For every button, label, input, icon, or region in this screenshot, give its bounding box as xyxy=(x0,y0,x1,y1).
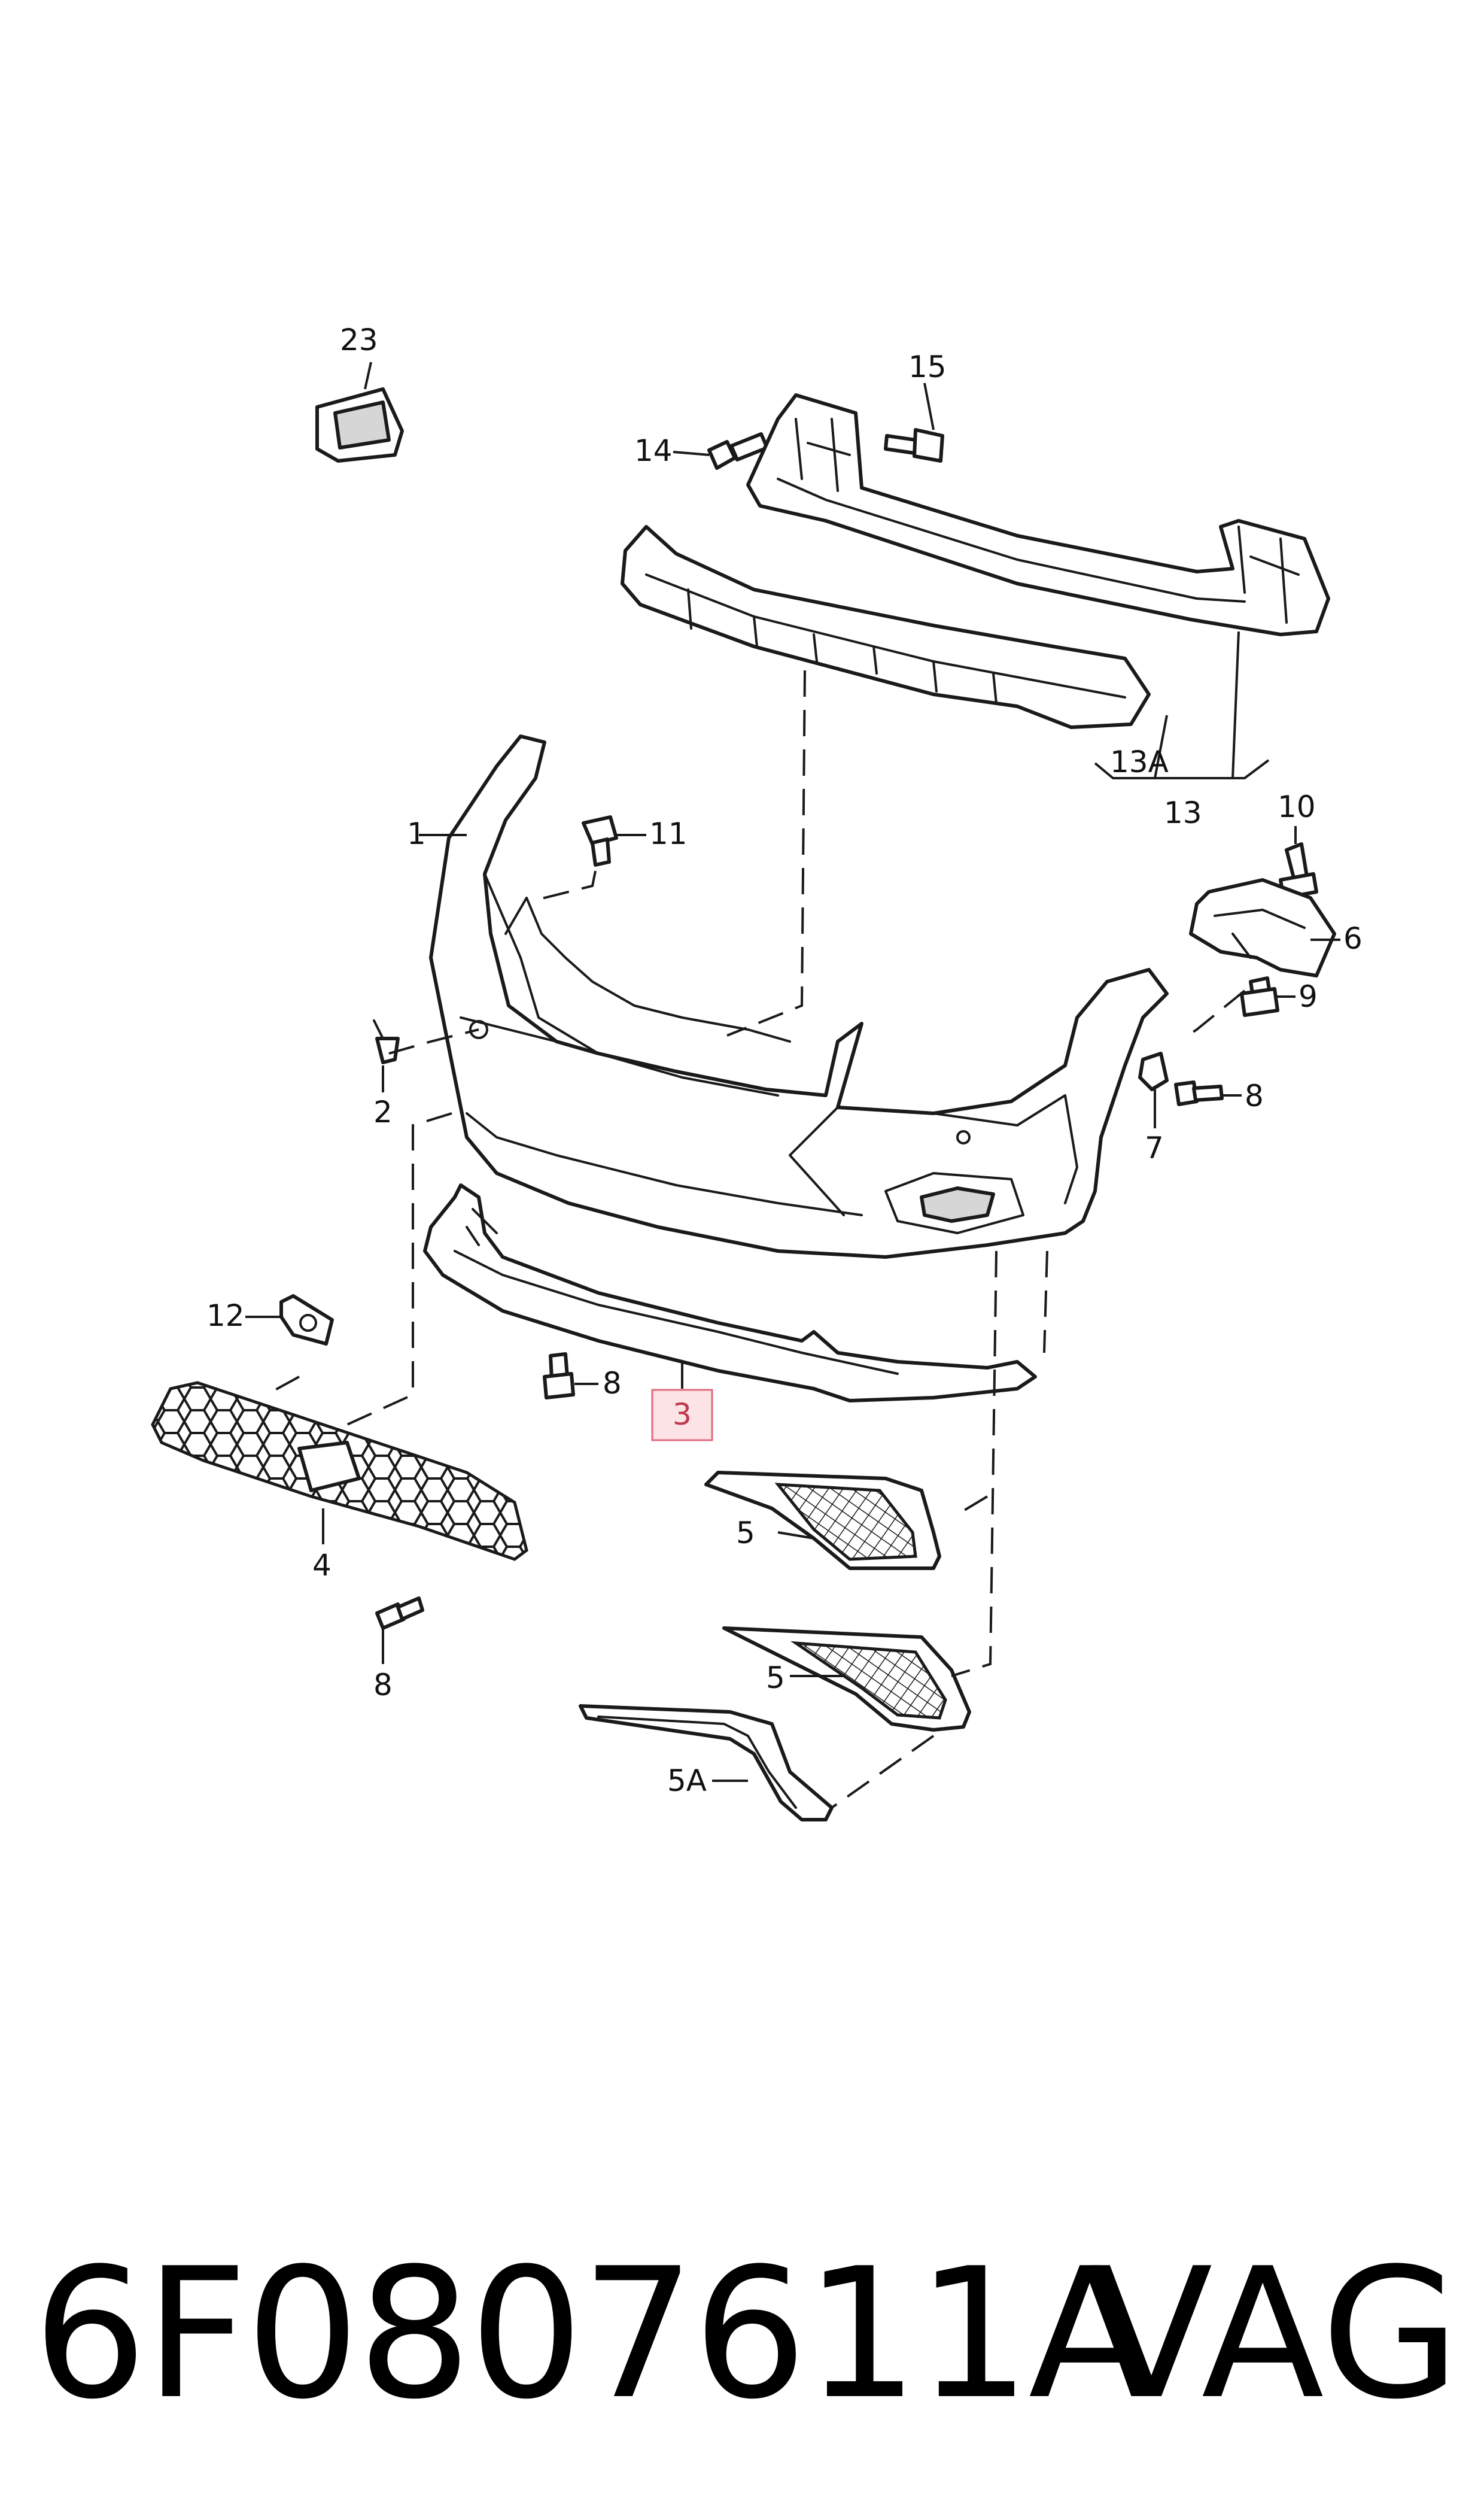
callout-15: 15 xyxy=(908,350,947,384)
callout-1: 1 xyxy=(407,816,426,851)
callout-8-mid: 8 xyxy=(603,1366,622,1401)
callout-8-left: 8 xyxy=(373,1668,393,1702)
part-1-bumper-cover xyxy=(429,734,1169,1259)
part-12-clip xyxy=(279,1294,334,1346)
callout-23: 23 xyxy=(340,323,378,357)
callout-9: 9 xyxy=(1298,979,1318,1014)
part-7-clip xyxy=(1138,1052,1169,1091)
callout-4: 4 xyxy=(312,1548,332,1583)
part-5A-trim xyxy=(579,1704,834,1821)
part-8-screw-mid xyxy=(543,1352,575,1399)
part-6-bracket xyxy=(1189,878,1336,977)
part-9-screw xyxy=(1240,976,1279,1017)
callout-11: 11 xyxy=(649,816,688,851)
part-4-grille xyxy=(151,1381,528,1561)
part-3-spoiler xyxy=(423,1183,1037,1402)
callout-13A: 13A xyxy=(1110,745,1169,779)
part-number: 6F0807611A xyxy=(33,2230,1151,2439)
callout-7: 7 xyxy=(1145,1131,1164,1165)
part-23-clip xyxy=(315,387,404,463)
part-13-reinforcement xyxy=(746,393,1330,636)
part-8-screw-left xyxy=(375,1596,424,1630)
callout-3: 3 xyxy=(673,1397,692,1432)
part-11-screw xyxy=(582,815,618,867)
callout-5-lower: 5 xyxy=(766,1660,785,1695)
part-8-screw-right xyxy=(1174,1080,1224,1106)
part-15-bolt xyxy=(884,428,944,463)
callout-5A: 5A xyxy=(667,1763,707,1798)
callout-8-right: 8 xyxy=(1245,1079,1264,1113)
callout-3-highlight xyxy=(651,1389,713,1441)
callout-12: 12 xyxy=(206,1298,245,1333)
part-5-grille-upper xyxy=(704,1471,941,1570)
callout-10: 10 xyxy=(1278,790,1316,824)
callout-6: 6 xyxy=(1343,921,1363,956)
leader-lines xyxy=(245,362,1340,1782)
callout-5-upper: 5 xyxy=(736,1516,755,1550)
part-5-grille-lower xyxy=(722,1626,971,1732)
callout-labels: 23 15 14 13A 13 10 1 11 6 9 2 7 8 12 8 3… xyxy=(206,323,1363,1798)
connection-lines xyxy=(266,670,1246,1809)
part-2-clip xyxy=(373,1019,400,1064)
part-13A-absorber xyxy=(621,525,1151,729)
callout-14: 14 xyxy=(634,433,673,468)
callout-13: 13 xyxy=(1164,796,1202,830)
callout-2: 2 xyxy=(373,1095,393,1130)
brand-label: VAG xyxy=(1090,2230,1460,2439)
